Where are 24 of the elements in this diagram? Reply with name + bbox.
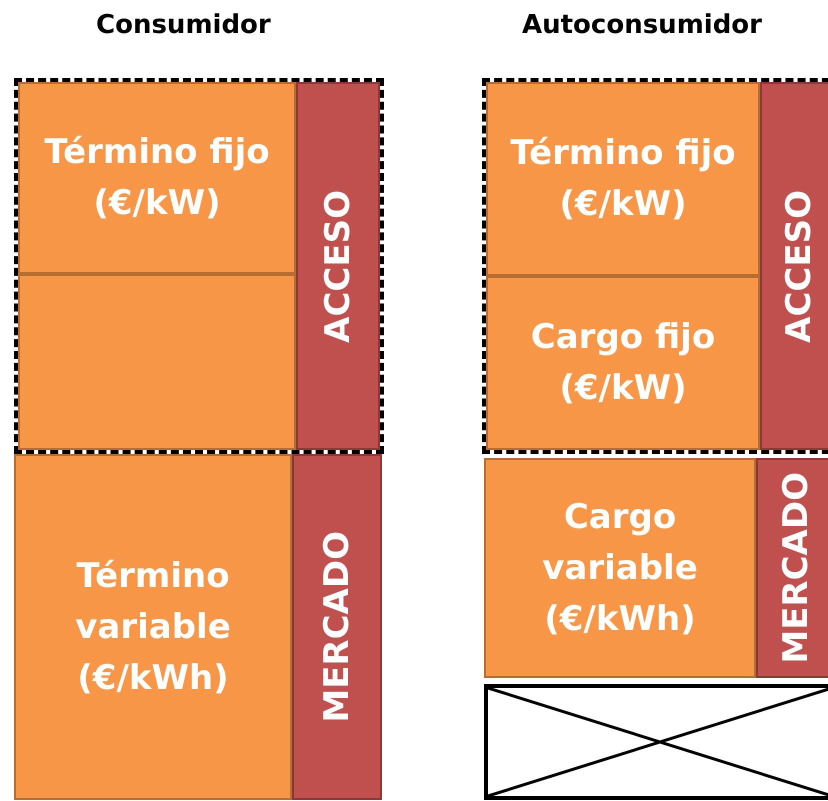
panel-text: Término fijo (€/kW): [43, 131, 271, 225]
crossed-box: [484, 684, 828, 800]
category-label: ACCESO: [778, 190, 820, 342]
category-label: ACCESO: [316, 190, 358, 342]
column-heading: Consumidor: [96, 10, 271, 40]
column-heading: Autoconsumidor: [522, 10, 762, 40]
cost-panel: [486, 276, 760, 450]
panel-text: Término variable (€/kWh): [74, 554, 232, 700]
panel-text: Cargo variable (€/kWh): [541, 496, 699, 640]
cost-panel: [486, 82, 760, 276]
dashed-frame: [14, 78, 384, 454]
category-bar: [292, 454, 382, 800]
category-bar: [296, 82, 380, 450]
category-label: MERCADO: [316, 531, 358, 723]
panel-text: Cargo fijo (€/kW): [530, 316, 716, 410]
panel-text: Término fijo (€/kW): [509, 132, 737, 226]
cost-panel: [484, 458, 756, 678]
category-bar: [760, 82, 828, 450]
cost-panel: [18, 82, 296, 274]
cost-panel: [18, 274, 296, 450]
category-label: MERCADO: [774, 472, 816, 664]
dashed-frame: [482, 78, 828, 454]
category-bar: [756, 458, 828, 678]
cost-panel: [14, 454, 292, 800]
